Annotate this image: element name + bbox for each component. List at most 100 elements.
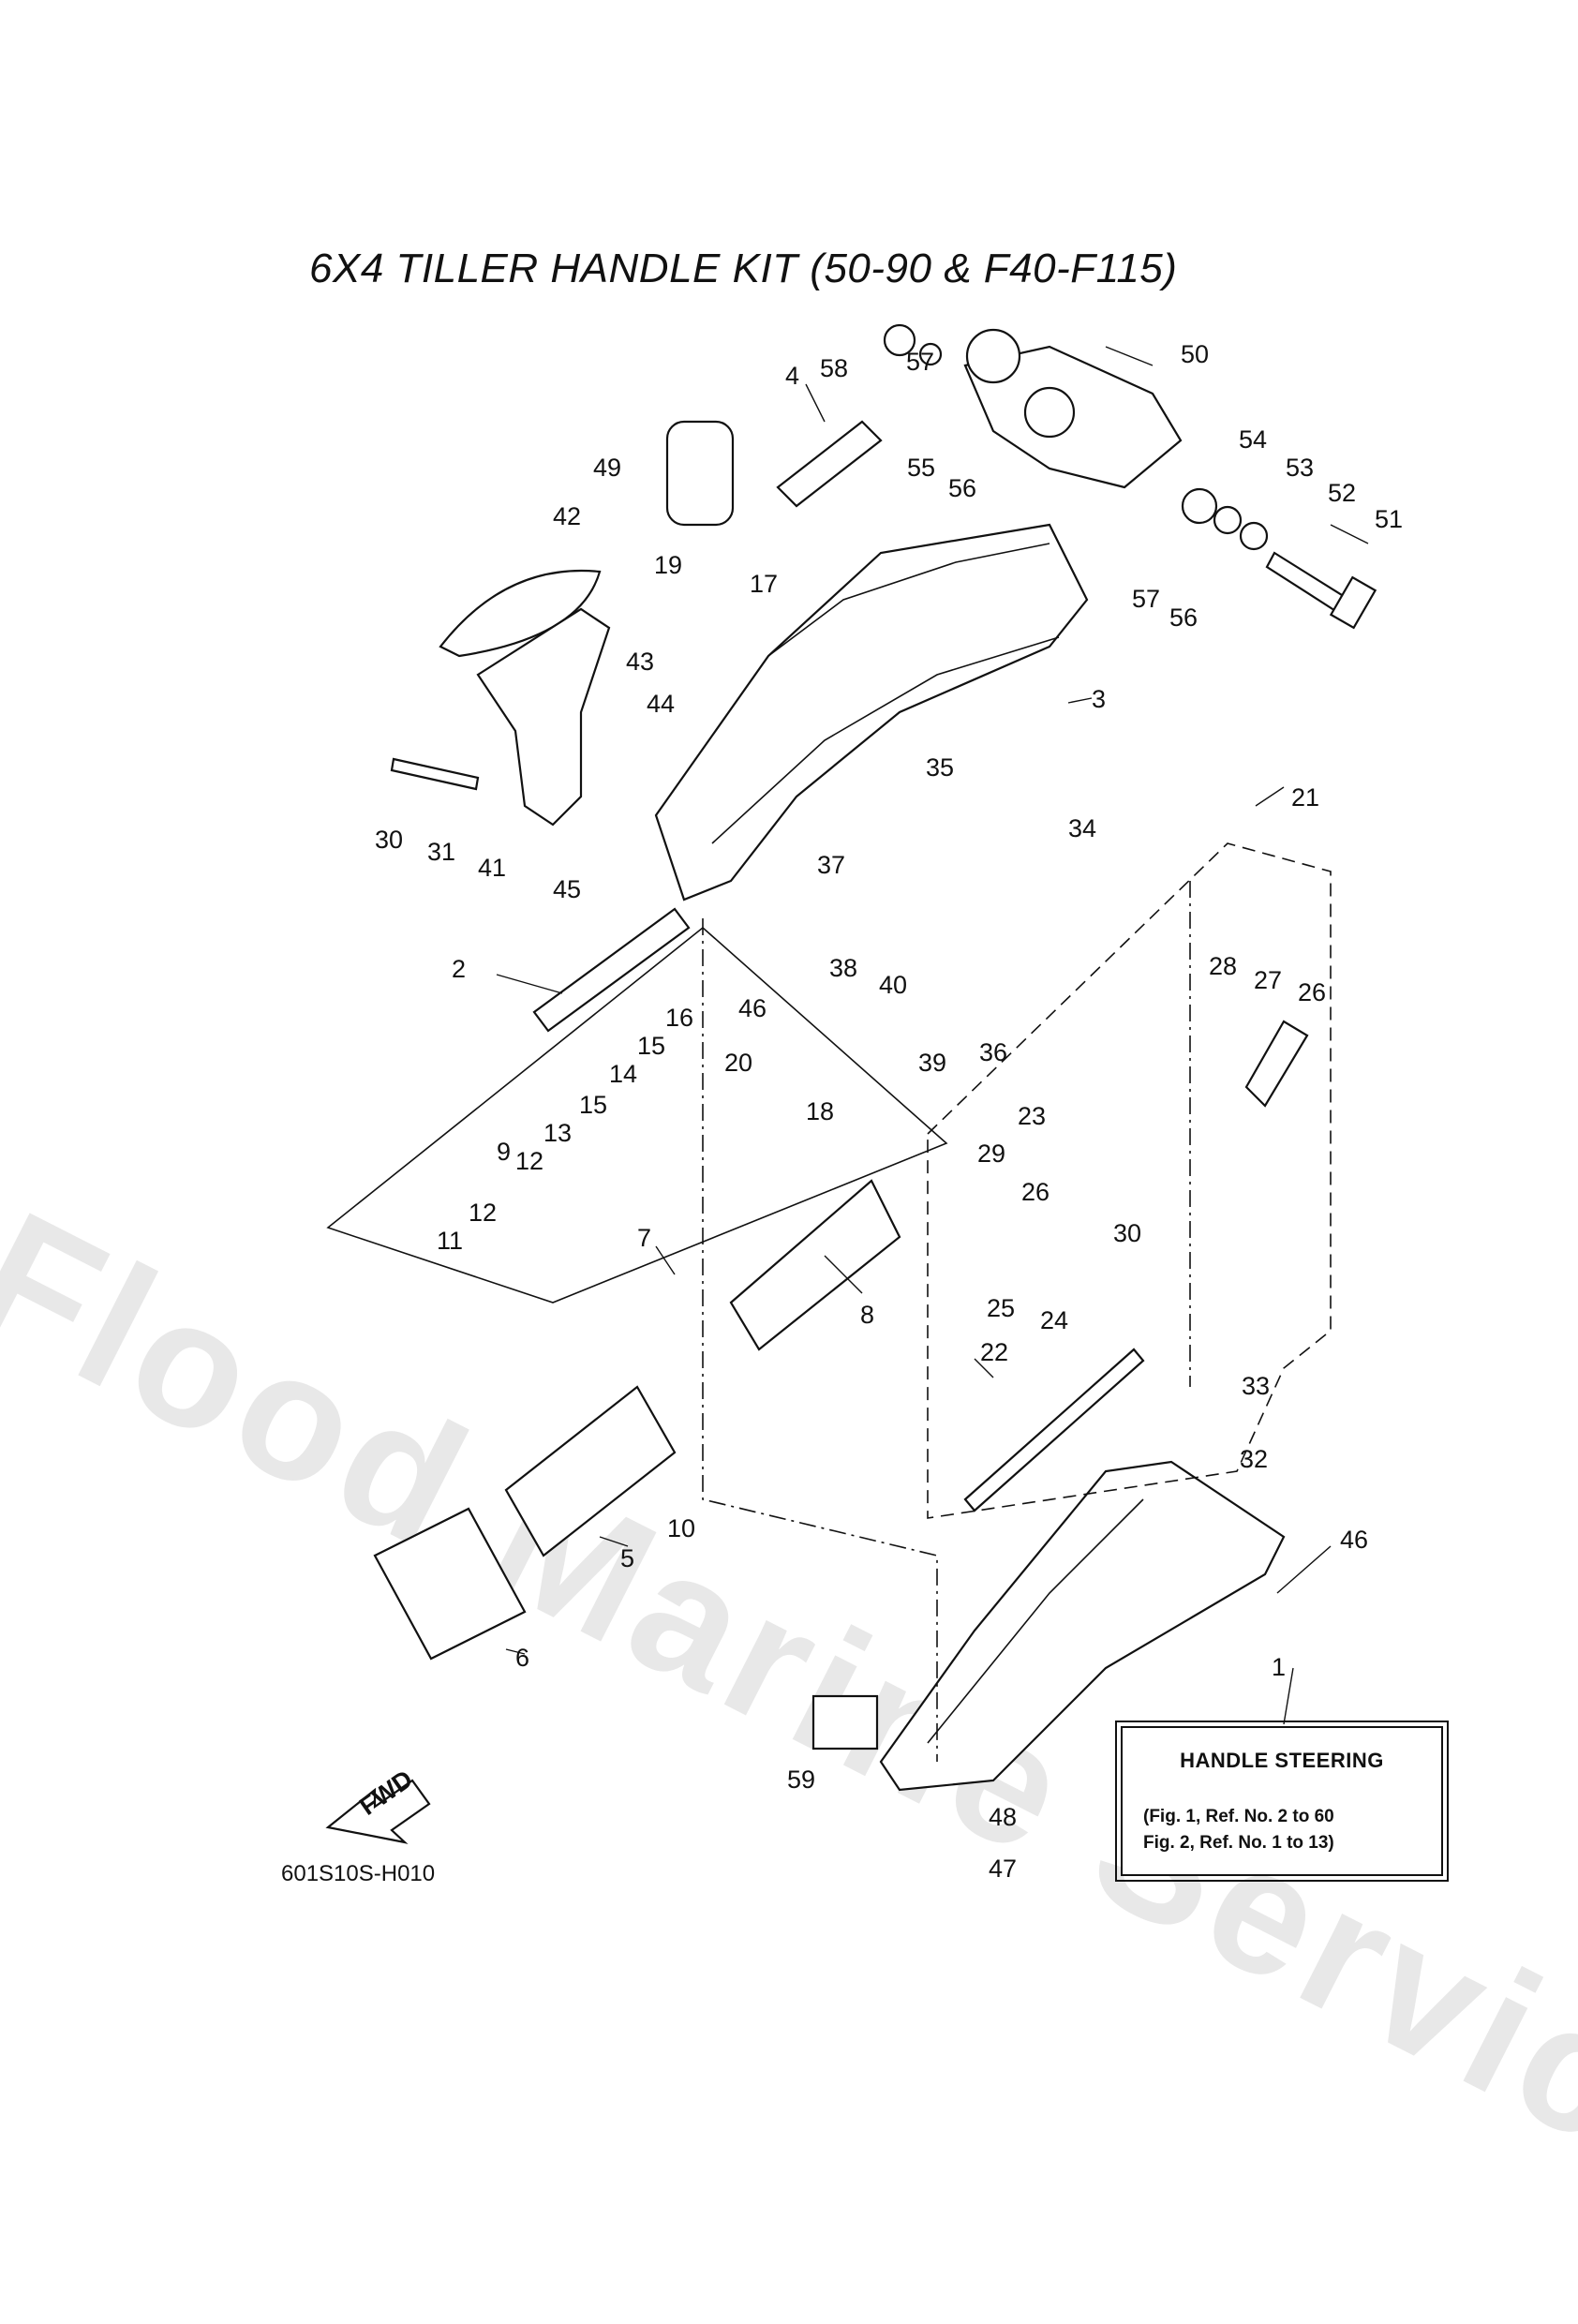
callout-3: 3 [1092, 685, 1106, 713]
callout-19: 19 [654, 551, 682, 579]
callout-54: 53 [1286, 454, 1314, 482]
decal-4 [776, 420, 883, 508]
lever-27 [1244, 1020, 1309, 1108]
throttle-grip-5 [504, 1385, 677, 1557]
callout-46a: 45 [553, 875, 581, 903]
callout-26: 26 [1298, 978, 1326, 1006]
leader-lines [496, 346, 1369, 1725]
callout-16: 16 [665, 1004, 693, 1032]
tiller-arm [654, 523, 1089, 901]
callout-12a: 12 [469, 1199, 497, 1227]
callout-50: 49 [593, 454, 621, 482]
callout-8: 8 [860, 1301, 874, 1329]
bolt-31 [390, 757, 480, 791]
callout-56b: 56 [1169, 603, 1198, 632]
drawing-code: 601S10S-H010 [281, 1861, 436, 1886]
handle-bracket-42 [476, 607, 611, 827]
bottom-bracket [879, 1460, 1286, 1792]
fwd-arrow-icon [325, 1779, 431, 1844]
callout-18: 18 [806, 1097, 834, 1125]
callout-28: 26 [1021, 1178, 1050, 1206]
handle-steering-heading: HANDLE STEERING [1180, 1749, 1384, 1772]
callout-6: 6 [515, 1644, 529, 1672]
callout-36: 35 [926, 753, 954, 782]
shaft-2 [532, 907, 691, 1033]
connector-60 [811, 1694, 879, 1750]
washer-53 [1239, 521, 1269, 551]
callout-46b: 46 [738, 994, 767, 1022]
callout-43: 42 [553, 502, 581, 530]
callout-44: 43 [626, 648, 654, 676]
callout-7: 7 [637, 1224, 651, 1252]
grip-assembly-outline [326, 926, 948, 1304]
callout-1: 1 [1272, 1653, 1286, 1681]
callout-40: 39 [918, 1049, 946, 1077]
callout-58: 57 [906, 348, 934, 376]
callout-41: 40 [879, 971, 907, 999]
callout-5: 5 [620, 1544, 634, 1572]
washer-58 [918, 342, 943, 366]
callout-12b: 12 [515, 1147, 543, 1175]
grip-sleeve-8 [729, 1179, 901, 1351]
callout-13: 13 [543, 1119, 572, 1147]
callout-11: 11 [437, 1227, 463, 1255]
callout-45: 44 [647, 690, 675, 718]
rubber-grommet-50 [665, 420, 735, 527]
callout-31: 30 [375, 826, 403, 854]
callout-30a: 29 [977, 1140, 1005, 1168]
callout-24: 24 [1040, 1306, 1068, 1334]
callout-33: 32 [1240, 1445, 1268, 1473]
callout-10: 10 [667, 1514, 695, 1542]
callout-55: 54 [1239, 425, 1267, 454]
callout-23: 23 [1018, 1102, 1046, 1130]
callout-4: 4 [785, 362, 799, 390]
callout-32: 31 [427, 838, 455, 866]
callout-39: 38 [829, 954, 857, 982]
callout-48: 47 [989, 1855, 1017, 1883]
callout-49: 48 [989, 1803, 1017, 1831]
assembly-line-a [702, 918, 938, 1762]
callout-57a: 56 [948, 474, 976, 502]
callout-59: 58 [820, 354, 848, 382]
callout-34: 33 [1242, 1372, 1270, 1400]
callout-9: 9 [497, 1138, 511, 1166]
callout-25: 25 [987, 1294, 1015, 1322]
washer-54 [1213, 505, 1243, 535]
callout-37: 36 [979, 1038, 1007, 1066]
upper-clamp [963, 328, 1183, 489]
callout-21: 21 [1291, 783, 1319, 812]
callout-labels: 1 2 3 4 5 6 7 8 9 10 11 12 12 13 14 15 1… [375, 340, 1403, 1883]
fig2-group-boundary [927, 842, 1332, 1519]
handle-steering-line1: (Fig. 1, Ref. No. 2 to 60 [1143, 1807, 1334, 1826]
bolt-52 [1265, 551, 1377, 630]
handle-steering-line2: Fig. 2, Ref. No. 1 to 13) [1143, 1833, 1334, 1853]
callout-17: 17 [750, 570, 778, 598]
handle-steering-box: HANDLE STEERING (Fig. 1, Ref. No. 2 to 6… [1115, 1721, 1449, 1882]
nut-59 [883, 323, 916, 357]
callout-42: 41 [478, 854, 506, 882]
callout-20: 20 [724, 1049, 752, 1077]
callout-38: 37 [817, 851, 845, 879]
callout-53: 52 [1328, 479, 1356, 507]
callout-22: 22 [980, 1338, 1008, 1366]
callout-35: 34 [1068, 814, 1096, 842]
callout-2: 2 [452, 955, 466, 983]
cable-22 [963, 1348, 1145, 1512]
callout-60: 59 [787, 1765, 815, 1794]
washer-55 [1181, 487, 1218, 525]
callout-56a: 55 [907, 454, 935, 482]
callout-30b: 30 [1113, 1219, 1141, 1247]
callout-27: 27 [1254, 966, 1282, 994]
callout-57b: 57 [1132, 585, 1160, 613]
callout-15b: 15 [637, 1032, 665, 1060]
grip-6 [373, 1507, 527, 1661]
callout-47: 46 [1340, 1526, 1368, 1554]
callout-28-29: 28 [1209, 952, 1237, 980]
diagram-title: 6X4 TILLER HANDLE KIT (50-90 & F40-F115) [309, 246, 1178, 291]
callout-52: 51 [1375, 505, 1403, 533]
cap-43 [439, 570, 602, 658]
callout-51: 50 [1181, 340, 1209, 368]
callout-15a: 15 [579, 1091, 607, 1119]
callout-14: 14 [609, 1060, 637, 1088]
